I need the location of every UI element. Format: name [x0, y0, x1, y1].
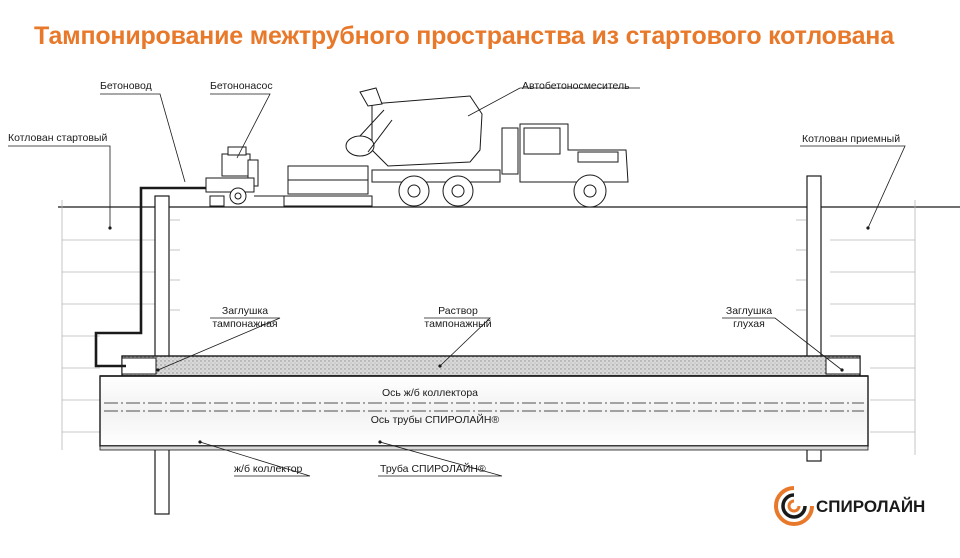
soil-hatch-left	[61, 200, 180, 450]
hopper-drawing	[283, 165, 373, 207]
label-os-truby: Ось трубы СПИРОЛАЙН®	[370, 414, 500, 426]
label-betonovod: Бетоновод	[100, 80, 152, 92]
page-title: Тампонирование межтрубного пространства …	[34, 22, 894, 50]
label-os-kollektora: Ось ж/б коллектора	[381, 387, 478, 399]
label-avtobetonosmesitel: Автобетоносмеситель	[522, 80, 630, 92]
label-rastvor-line2: тампонажный	[424, 318, 492, 330]
betononasos-drawing	[205, 146, 290, 207]
soil-hatch-right	[796, 200, 916, 455]
leader-lines	[8, 87, 906, 477]
label-kotlovan-priemny: Котлован приемный	[802, 133, 901, 145]
logo-mark-icon	[774, 486, 814, 526]
label-zaglushka-glukhaya-line1: Заглушка	[725, 305, 773, 317]
spirolain-logo: СПИРОЛАЙН	[772, 484, 942, 530]
label-zaglushka-tamponazhnaya: Заглушка тампонажная	[206, 305, 284, 331]
label-zaglushka-tamponazhnaya-line2: тампонажная	[212, 318, 278, 330]
pit-wall-left	[154, 195, 170, 515]
logo-text: СПИРОЛАЙН	[816, 497, 926, 516]
label-betononasos: Бетононасос	[210, 80, 273, 92]
label-zaglushka-glukhaya-line2: глухая	[733, 318, 765, 330]
zaglushka-glukhaya	[825, 357, 861, 375]
label-kotlovan-startovy: Котлован стартовый	[8, 132, 108, 144]
label-rastvor: Раствор тампонажный	[420, 305, 496, 331]
label-rastvor-line1: Раствор	[438, 305, 478, 317]
label-zaglushka-glukhaya: Заглушка глухая	[722, 305, 776, 331]
leader-dots	[108, 226, 870, 444]
zaglushka-tamponazhnaya	[121, 357, 157, 375]
avtobetonosmesitel-drawing	[345, 87, 629, 208]
betonovod-line	[94, 186, 222, 368]
label-zaglushka-tamponazhnaya-line1: Заглушка	[221, 305, 269, 317]
label-truba: Труба СПИРОЛАЙН®	[380, 463, 486, 475]
label-zhb-kollektor: ж/б коллектор	[234, 463, 303, 475]
